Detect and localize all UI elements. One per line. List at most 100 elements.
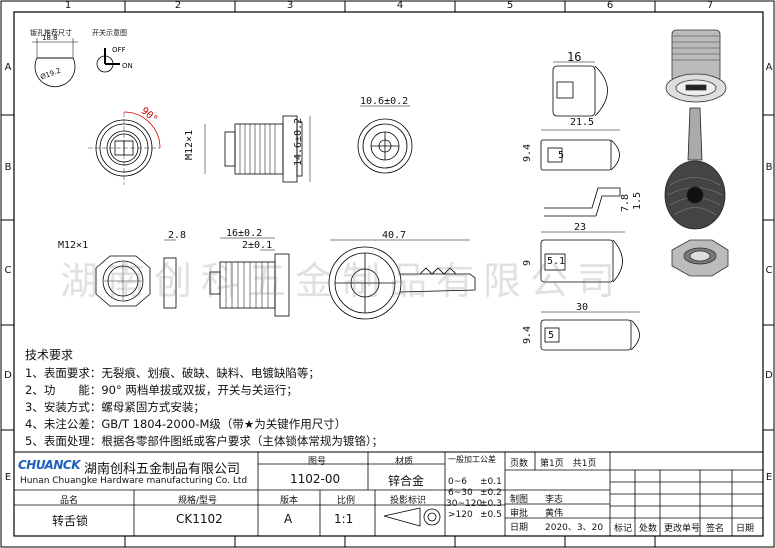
material-label: 材质 bbox=[395, 457, 414, 467]
hole-width: 18.8 bbox=[42, 34, 58, 42]
dim-1-5: 1.5 bbox=[632, 191, 643, 210]
material: 锌合金 bbox=[388, 474, 425, 488]
cam-30-view bbox=[540, 311, 640, 351]
nut-front-view bbox=[95, 255, 151, 307]
pages-value: 第1页 共1页 bbox=[540, 459, 597, 469]
watermark: 湖南创科五金制品有限公司 bbox=[60, 259, 625, 303]
grid-row-e-right: E bbox=[765, 472, 773, 483]
dim-m12-horizontal: M12×1 bbox=[58, 240, 89, 251]
on-label: ON bbox=[122, 62, 133, 70]
drawn-label: 制图 bbox=[510, 495, 529, 505]
tol-range: 0~6 bbox=[448, 477, 467, 487]
key-drawing bbox=[328, 239, 476, 320]
dim-10-6: 10.6±0.2 bbox=[360, 96, 409, 107]
drawn-by: 李志 bbox=[545, 495, 564, 505]
grid-row-c: C bbox=[4, 265, 12, 276]
dim-5-1: 5.1 bbox=[547, 256, 566, 267]
version-value: A bbox=[284, 512, 293, 526]
dim-9-4-a: 9.4 bbox=[522, 143, 533, 162]
tol-value: ±0.5 bbox=[480, 510, 502, 520]
dim-2-8: 2.8 bbox=[168, 230, 187, 241]
company-name-en: Hunan Chuangke Hardware manufacturing Co… bbox=[20, 476, 248, 486]
title-block-grid bbox=[14, 451, 763, 536]
dim-21-5: 21.5 bbox=[570, 117, 595, 128]
grid-row-d-right: D bbox=[765, 370, 773, 381]
projection-symbol bbox=[383, 507, 441, 527]
nut-side-view bbox=[163, 239, 177, 309]
rev-header: 签名 bbox=[706, 524, 725, 534]
dim-9-4-b: 9.4 bbox=[522, 325, 533, 344]
rear-view bbox=[357, 105, 413, 174]
projection-label: 投影标识 bbox=[390, 496, 427, 506]
product-label: 品名 bbox=[60, 496, 79, 506]
dim-7-8: 7.8 bbox=[620, 193, 631, 212]
requirements-title: 技术要求 bbox=[25, 348, 74, 362]
dim-14-6: 14.6±0.2 bbox=[293, 117, 304, 166]
reviewer: 黄伟 bbox=[545, 509, 564, 519]
dim-5-b: 5 bbox=[548, 330, 555, 341]
drawing-no: 1102-00 bbox=[290, 472, 341, 486]
cam-21-view bbox=[540, 129, 620, 171]
rev-header: 标记 bbox=[614, 524, 633, 534]
requirement-item: 3、安装方式：螺母紧固方式安装； bbox=[25, 400, 205, 414]
grid-row-c-right: C bbox=[765, 265, 773, 276]
rev-header: 更改单号 bbox=[664, 524, 701, 534]
requirement-item: 5、表面处理：根据各零部件图纸或客户要求（主体锁体常规为镀铬）； bbox=[25, 434, 384, 448]
tol-value: ±0.2 bbox=[480, 488, 502, 498]
date-value: 2020、3、20 bbox=[545, 523, 604, 533]
dim-40-7: 40.7 bbox=[382, 230, 407, 241]
side-view bbox=[204, 115, 311, 183]
tol-value: ±0.1 bbox=[480, 477, 502, 487]
company-name-cn: 湖南创科五金制品有限公司 bbox=[84, 462, 241, 477]
company-logo: CHUANCK bbox=[18, 458, 81, 472]
dim-23: 23 bbox=[574, 222, 587, 233]
grid-row-a: A bbox=[4, 62, 12, 73]
requirement-item: 2、功 能：90° 两档单拔或双拔，开关与关运行； bbox=[25, 383, 298, 397]
dim-m12-vertical: M12×1 bbox=[184, 129, 195, 160]
tol-range: >120 bbox=[448, 510, 473, 520]
tol-value: ±0.3 bbox=[480, 499, 502, 509]
nut-3d-render bbox=[671, 239, 729, 277]
cam-23-view bbox=[540, 231, 625, 283]
rev-header: 日期 bbox=[736, 524, 755, 534]
grid-row-a-right: A bbox=[765, 62, 773, 73]
grid-row-b: B bbox=[4, 162, 12, 173]
version-label: 版本 bbox=[280, 496, 299, 506]
front-view bbox=[88, 111, 161, 185]
requirement-item: 1、表面要求：无裂痕、划痕、破缺、缺料、电镀缺陷等； bbox=[25, 366, 320, 380]
spec-value: CK1102 bbox=[176, 512, 223, 526]
switch-label: 开关示意图 bbox=[92, 29, 127, 37]
dim-16: 16 bbox=[567, 50, 582, 64]
dim-16-02: 16±0.2 bbox=[226, 228, 263, 239]
hole-view bbox=[32, 38, 78, 88]
tol-range: 30~120 bbox=[446, 499, 483, 509]
grid-col-3: 3 bbox=[286, 0, 294, 11]
grid-row-d: D bbox=[4, 370, 12, 381]
drawing-no-label: 图号 bbox=[308, 457, 327, 467]
off-label: OFF bbox=[112, 46, 126, 54]
lock-body-section bbox=[209, 237, 290, 317]
switch-schematic bbox=[96, 48, 120, 73]
tol-range: 6~30 bbox=[448, 488, 473, 498]
tolerance-label: 一般加工公差 bbox=[448, 455, 496, 464]
dim-5-a: 5 bbox=[558, 150, 565, 161]
scale-label: 比例 bbox=[337, 496, 356, 506]
grid-col-5: 5 bbox=[506, 0, 514, 11]
grid-row-b-right: B bbox=[765, 162, 773, 173]
bent-cam-view bbox=[544, 187, 621, 217]
grid-col-1: 1 bbox=[64, 0, 72, 11]
rev-header: 处数 bbox=[639, 524, 658, 534]
cam-16-view bbox=[552, 61, 608, 117]
date-label: 日期 bbox=[510, 523, 529, 533]
pages-label: 页数 bbox=[510, 459, 529, 469]
review-label: 审批 bbox=[510, 509, 529, 519]
hole-label: 钣孔推荐尺寸 bbox=[30, 29, 72, 37]
grid-col-2: 2 bbox=[174, 0, 182, 11]
dim-2-01: 2±0.1 bbox=[242, 240, 273, 251]
scale-value: 1:1 bbox=[334, 512, 354, 526]
spec-label: 规格/型号 bbox=[178, 496, 218, 506]
grid-col-7: 7 bbox=[706, 0, 714, 11]
product-name: 转舌锁 bbox=[52, 514, 89, 528]
